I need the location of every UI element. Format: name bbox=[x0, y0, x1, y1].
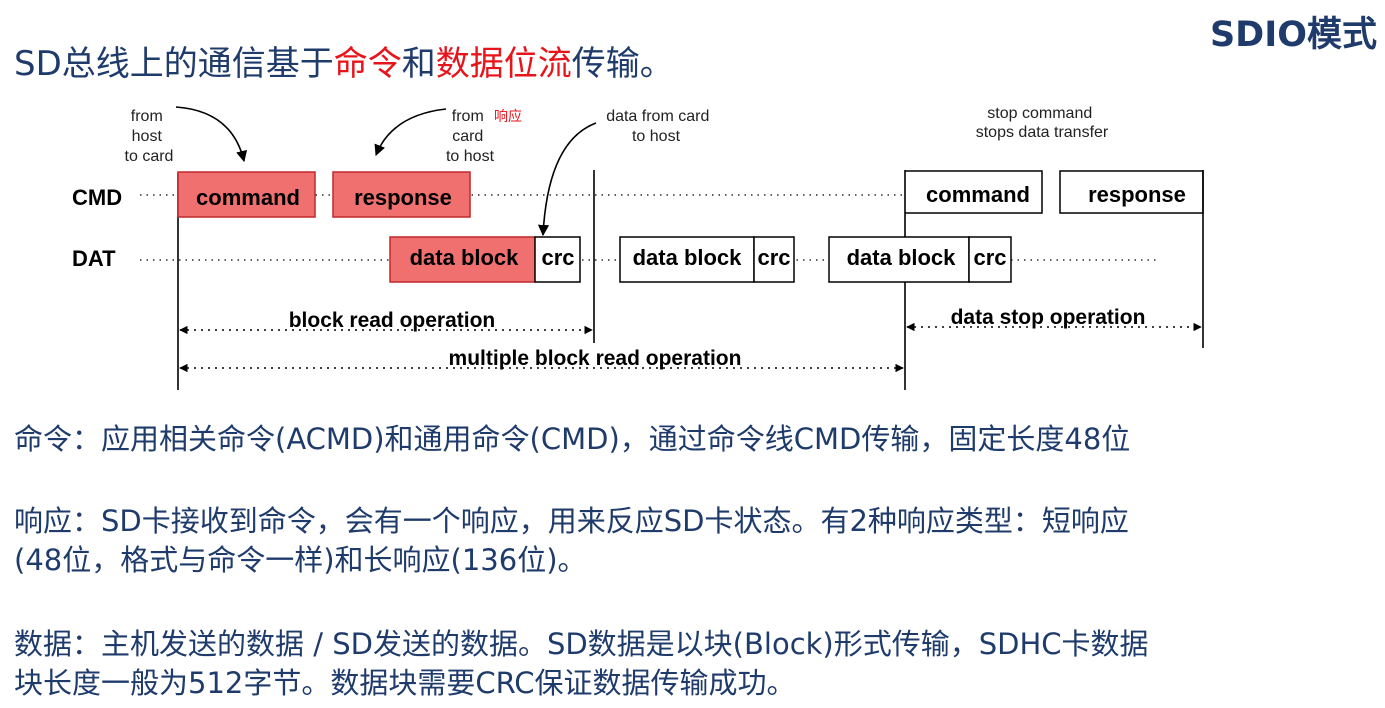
note-stop-command-line-2: stops data transfer bbox=[976, 124, 1109, 141]
cmd-box-command-1-label: command bbox=[196, 185, 300, 210]
note-host-to-card: from host to card bbox=[125, 108, 174, 165]
paragraph-response-line-1: 响应：SD卡接收到命令，会有一个响应，用来反应SD卡状态。有2种响应类型：短响应 bbox=[14, 504, 1129, 538]
note-card-to-host: from card to host bbox=[446, 108, 495, 165]
note-host-to-card-line-2: host bbox=[132, 128, 163, 145]
sd-bus-timing-diagram: from host to card from card to host 响应 d… bbox=[72, 105, 1204, 390]
paragraph-response-line-2: (48位，格式与命令一样)和长响应(136位)。 bbox=[14, 543, 587, 577]
paragraph-command: 命令：应用相关命令(ACMD)和通用命令(CMD)，通过命令线CMD传输，固定长… bbox=[14, 420, 1344, 459]
headline-highlight-command: 命令 bbox=[333, 44, 402, 84]
headline-suffix: 传输。 bbox=[571, 44, 674, 84]
dat-block-2-crc-label: crc bbox=[757, 245, 790, 270]
cmd-box-command-2: command bbox=[905, 170, 1043, 214]
note-data-from-card: data from card to host bbox=[606, 108, 714, 145]
page-corner-title: SDIO模式 bbox=[1209, 15, 1377, 55]
signal-label-cmd: CMD bbox=[72, 185, 122, 210]
paragraph-response: 响应：SD卡接收到命令，会有一个响应，用来反应SD卡状态。有2种响应类型：短响应… bbox=[14, 502, 1344, 580]
dat-block-3-crc-label: crc bbox=[973, 245, 1006, 270]
headline-middle: 和 bbox=[401, 44, 436, 84]
dat-block-1-data-label: data block bbox=[410, 245, 520, 270]
note-data-from-card-line-1: data from card bbox=[606, 108, 709, 125]
cmd-box-response-1: response bbox=[332, 171, 471, 218]
note-host-to-card-line-1: from bbox=[131, 108, 163, 125]
note-stop-command: stop command stops data transfer bbox=[976, 105, 1109, 141]
paragraph-data-line-2: 块长度一般为512字节。数据块需要CRC保证数据传输成功。 bbox=[14, 666, 796, 700]
cmd-box-response-2: response bbox=[1059, 170, 1204, 214]
dat-block-3: data block crc bbox=[828, 236, 1012, 283]
headline-highlight-data: 数据位流 bbox=[435, 44, 572, 84]
headline-prefix: SD总线上的通信基于 bbox=[14, 44, 334, 84]
dat-block-1: data block crc bbox=[389, 236, 581, 283]
dat-block-2: data block crc bbox=[619, 236, 795, 283]
arrow-data-from-card bbox=[537, 122, 597, 237]
note-stop-command-line-1: stop command bbox=[987, 105, 1092, 122]
note-card-to-host-line-3: to host bbox=[446, 148, 495, 165]
note-host-to-card-line-3: to card bbox=[125, 148, 174, 165]
paragraph-data-line-1: 数据：主机发送的数据 / SD发送的数据。SD数据是以块(Block)形式传输，… bbox=[14, 627, 1149, 661]
cmd-box-response-2-label: response bbox=[1088, 182, 1186, 207]
note-card-to-host-tag: 响应 bbox=[494, 108, 522, 124]
dat-block-2-data-label: data block bbox=[633, 245, 743, 270]
cmd-box-command-2-label: command bbox=[926, 182, 1030, 207]
op-label-multiple-block-read: multiple block read operation bbox=[449, 347, 742, 370]
cmd-box-command-1: command bbox=[177, 171, 316, 218]
note-card-to-host-line-2: card bbox=[452, 128, 483, 145]
op-label-block-read: block read operation bbox=[289, 309, 496, 332]
op-label-data-stop: data stop operation bbox=[951, 306, 1146, 329]
note-card-to-host-line-1: from bbox=[452, 108, 484, 125]
headline: SD总线上的通信基于命令和数据位流传输。 bbox=[14, 36, 674, 85]
cmd-box-response-1-label: response bbox=[354, 185, 452, 210]
dat-block-1-crc-label: crc bbox=[541, 245, 574, 270]
note-data-from-card-line-2: to host bbox=[632, 128, 681, 145]
signal-label-dat: DAT bbox=[72, 246, 116, 271]
paragraph-command-line-1: 命令：应用相关命令(ACMD)和通用命令(CMD)，通过命令线CMD传输，固定长… bbox=[14, 422, 1131, 456]
arrow-host-to-card bbox=[175, 106, 248, 163]
dat-block-3-data-label: data block bbox=[847, 245, 957, 270]
arrow-card-to-host bbox=[374, 108, 447, 157]
paragraph-data: 数据：主机发送的数据 / SD发送的数据。SD数据是以块(Block)形式传输，… bbox=[14, 625, 1344, 703]
